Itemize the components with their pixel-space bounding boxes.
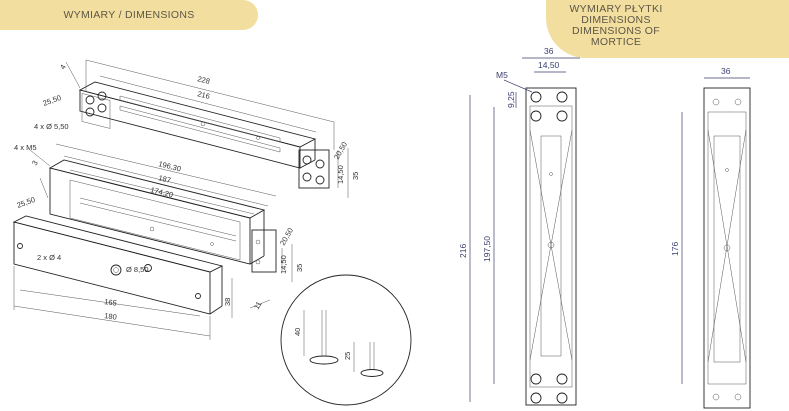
dimensions-title: WYMIARY / DIMENSIONS bbox=[63, 9, 195, 21]
armature-thickness-11: 11 bbox=[252, 300, 264, 311]
body-thread-depth-3: 3 bbox=[30, 159, 40, 167]
front-width-inner: 14,50 bbox=[538, 60, 560, 70]
front-height-inner: 197,50 bbox=[482, 236, 492, 262]
armature-holes: 2 x Ø 4 bbox=[37, 253, 61, 262]
mortice-title-line-2: DIMENSIONS bbox=[581, 14, 651, 26]
body-height-35: 35 bbox=[295, 264, 304, 272]
mortice-title-line-1: WYMIARY PŁYTKI bbox=[569, 3, 663, 15]
mortice-title: WYMIARY PŁYTKI DIMENSIONS DIMENSIONS OF … bbox=[546, 4, 686, 48]
armature-height-38: 38 bbox=[223, 298, 232, 306]
screw-long-length: 40 bbox=[293, 328, 302, 336]
mortice-front-drawing bbox=[469, 57, 580, 406]
top-plate-depth-20-50: 20,50 bbox=[332, 140, 349, 161]
front-height-total: 216 bbox=[458, 244, 468, 258]
screws-detail bbox=[280, 274, 412, 406]
mortice-side-drawing bbox=[681, 77, 751, 409]
mortice-title-line-4: MORTICE bbox=[590, 36, 642, 48]
top-plate-spacing-14-50: 14,50 bbox=[336, 165, 345, 184]
top-plate-length-216: 216 bbox=[197, 89, 211, 101]
magnet-body-drawing bbox=[29, 143, 293, 282]
top-plate-thickness-4: 4 bbox=[58, 63, 68, 71]
mortice-banner: WYMIARY PŁYTKI DIMENSIONS DIMENSIONS OF … bbox=[546, 0, 789, 58]
screw-short-length: 25 bbox=[343, 352, 352, 360]
armature-length-180: 180 bbox=[104, 311, 118, 322]
top-plate-height-35: 35 bbox=[351, 172, 360, 180]
armature-length-165: 165 bbox=[104, 297, 118, 308]
top-plate-holes: 4 x Ø 5,50 bbox=[34, 122, 69, 131]
mortice-title-line-3: DIMENSIONS OF bbox=[572, 25, 660, 37]
body-thread-holes: 4 x M5 bbox=[14, 143, 37, 152]
side-width: 36 bbox=[721, 66, 731, 76]
body-spacing-14-50: 14,50 bbox=[279, 255, 288, 274]
center-hole-icon bbox=[144, 264, 152, 272]
top-plate-drawing bbox=[65, 59, 349, 198]
front-thread: M5 bbox=[496, 70, 508, 80]
body-length-196-30: 196,30 bbox=[158, 159, 182, 173]
body-depth-20-50: 20,50 bbox=[278, 226, 295, 247]
front-width-total: 36 bbox=[544, 46, 554, 56]
armature-center-hole: Ø 8,50 bbox=[126, 265, 149, 274]
body-length-174-20: 174,20 bbox=[150, 185, 174, 199]
front-offset: 9,25 bbox=[506, 91, 516, 108]
side-height: 176 bbox=[670, 242, 680, 256]
body-width-25-50: 25,50 bbox=[16, 195, 37, 210]
dimensions-banner: WYMIARY / DIMENSIONS bbox=[0, 0, 258, 30]
body-length-187: 187 bbox=[158, 173, 172, 185]
top-plate-width-25-50: 25,50 bbox=[42, 93, 63, 108]
top-plate-length-228: 228 bbox=[197, 74, 211, 86]
armature-plate-drawing bbox=[12, 215, 271, 340]
